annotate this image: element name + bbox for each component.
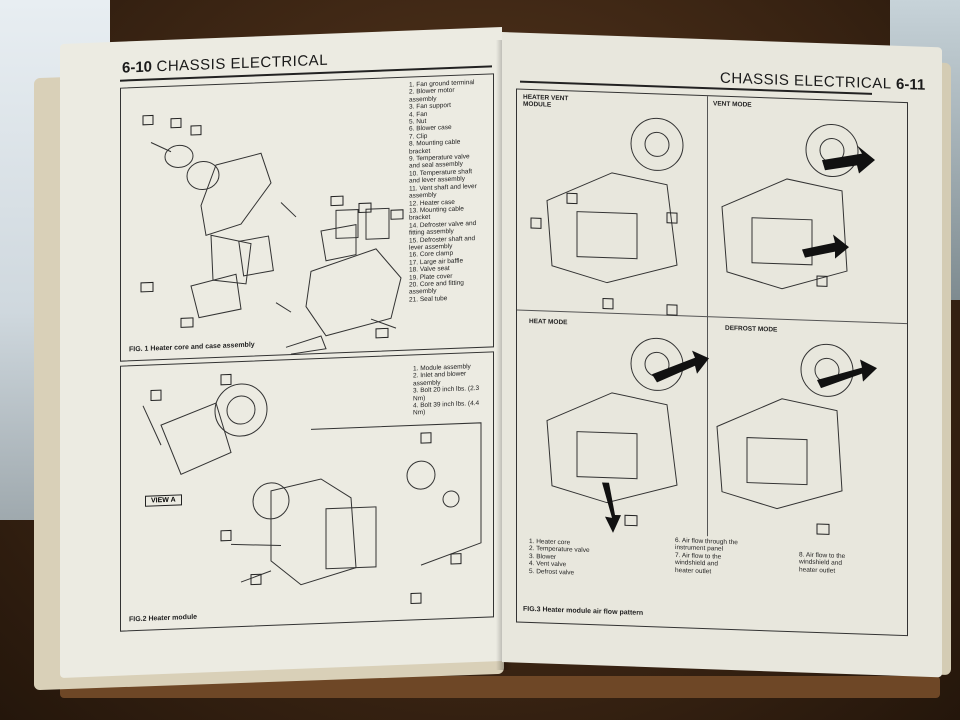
- heater-module-drawing: [142, 373, 482, 605]
- fig3-legend-col2: 6. Air flow through the instrument panel…: [675, 537, 738, 576]
- heater-core-exploded-drawing: [140, 114, 404, 355]
- figure-3-frame: HEATER VENT MODULE VENT MODE HEAT MODE D…: [516, 88, 908, 637]
- fig3-legend-col3: 8. Air flow to the windshield and heater…: [799, 551, 845, 575]
- left-page: 6-10 CHASSIS ELECTRICAL: [60, 27, 502, 678]
- right-page: CHASSIS ELECTRICAL 6-11 HEATER VENT MODU…: [502, 32, 942, 678]
- airflow-drawings: [530, 117, 877, 535]
- view-a-label: VIEW A: [145, 494, 182, 507]
- list-item: heater outlet: [675, 566, 712, 575]
- figure-3-caption: FIG.3 Heater module air flow pattern: [523, 605, 644, 617]
- page-number: 6-11: [896, 75, 926, 94]
- list-item: 5. Defrost valve: [529, 567, 575, 577]
- page-number: 6-10: [122, 58, 153, 77]
